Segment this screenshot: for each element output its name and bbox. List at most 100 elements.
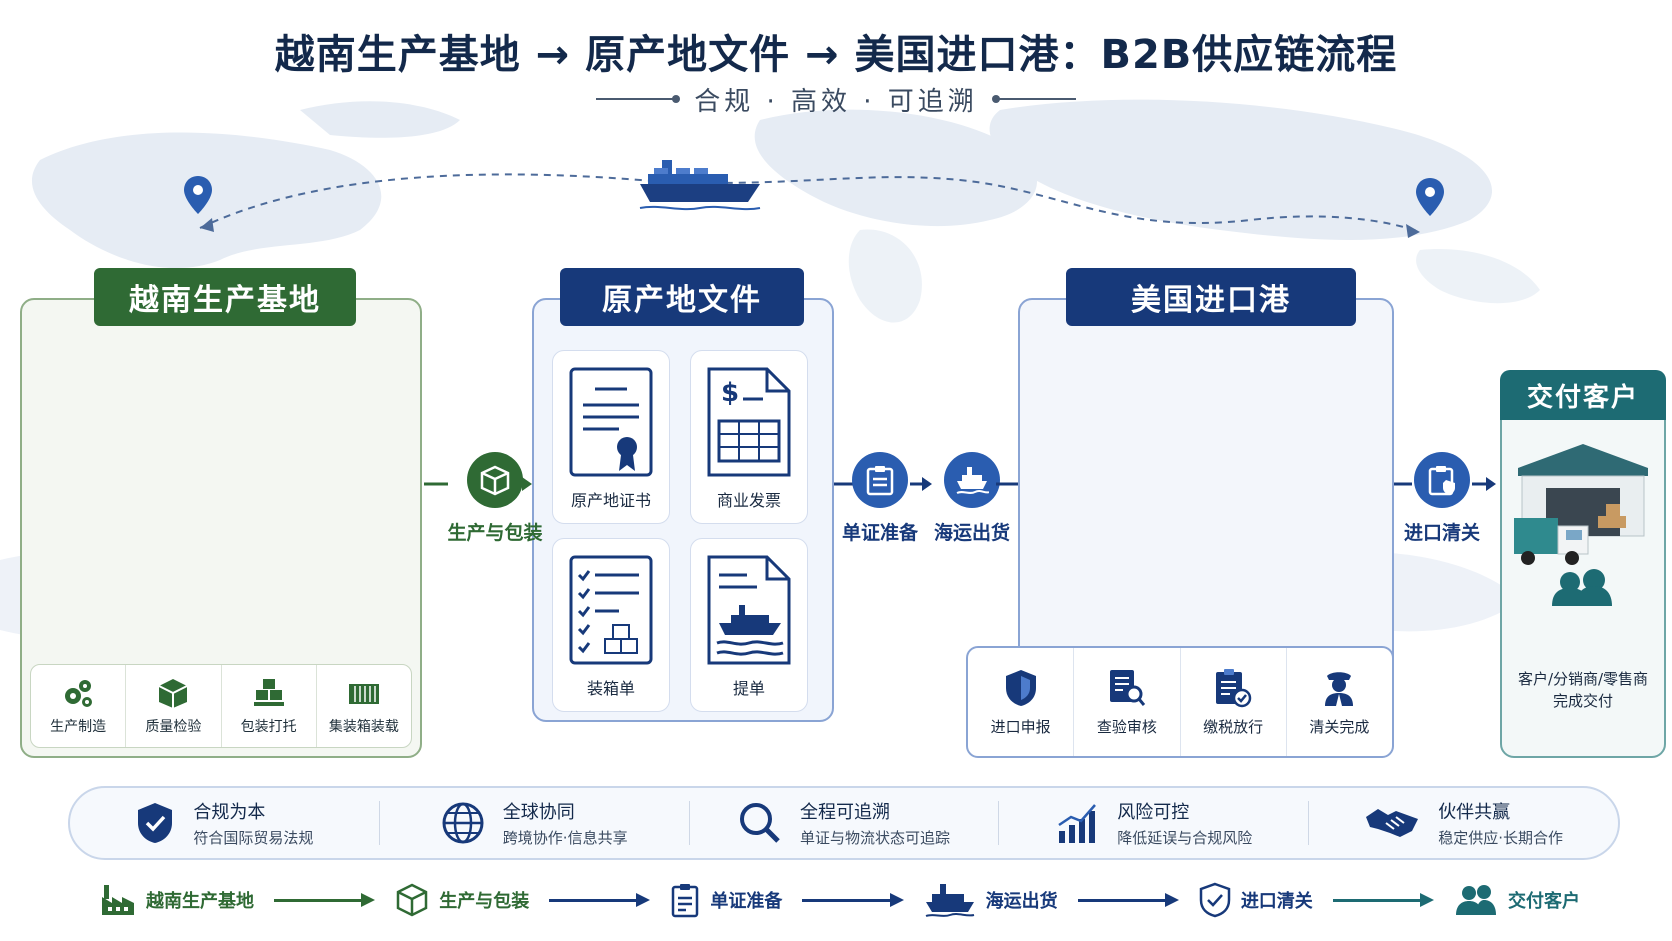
doc-certificate-of-origin: 原产地证书 xyxy=(552,350,670,524)
customs-label: 查验审核 xyxy=(1096,717,1157,736)
delivery-line-2: 完成交付 xyxy=(1552,692,1613,710)
customs-tax-release: 缴税放行 xyxy=(1181,648,1287,756)
value-global: 全球协同跨境协作·信息共享 xyxy=(380,801,690,847)
step-docs-prep: 单证准备 xyxy=(830,452,930,545)
tool-label: 包装打托 xyxy=(240,719,297,735)
users-icon xyxy=(1552,569,1612,606)
value-sub: 符合国际贸易法规 xyxy=(193,829,314,847)
clearance-clipboard-icon xyxy=(1414,452,1470,508)
arrow-connector xyxy=(1472,477,1496,491)
doc-label: 原产地证书 xyxy=(570,491,651,510)
certificate-icon xyxy=(569,367,653,477)
package-icon xyxy=(467,452,523,508)
clipboard-icon xyxy=(852,452,908,508)
doc-commercial-invoice: $ 商业发票 xyxy=(690,350,808,524)
box-check-icon xyxy=(158,679,188,708)
svg-text:$: $ xyxy=(721,378,739,408)
value-title: 全程可追溯 xyxy=(799,802,890,823)
tool-label: 质量检验 xyxy=(145,719,202,735)
tool-label: 集装箱装载 xyxy=(328,719,399,735)
handshake-icon xyxy=(1366,809,1419,837)
flow-arrow xyxy=(802,890,904,910)
flow-label: 进口清关 xyxy=(1240,891,1313,912)
step-shipping: 海运出货 xyxy=(922,452,1022,545)
flow-item-clearance: 进口清关 xyxy=(1199,882,1313,918)
flow-label: 越南生产基地 xyxy=(146,891,254,912)
customs-label: 缴税放行 xyxy=(1203,717,1264,736)
container-icon xyxy=(348,684,379,704)
subtitle-line-right xyxy=(991,95,1076,103)
doc-label: 提单 xyxy=(732,679,765,698)
values-bar: 合规为本符合国际贸易法规 全球协同跨境协作·信息共享 全程可追溯单证与物流状态可… xyxy=(68,786,1620,860)
flow-item-produce: 生产与包装 xyxy=(395,883,529,917)
magnifier-icon xyxy=(739,803,780,843)
officer-icon xyxy=(1325,671,1354,706)
warehouse-truck-illustration xyxy=(1514,444,1648,606)
flow-item-shipping: 海运出货 xyxy=(924,882,1058,918)
value-partnership: 伙伴共赢稳定供应·长期合作 xyxy=(1309,801,1618,847)
step-label: 单证准备 xyxy=(841,522,918,544)
gears-icon xyxy=(65,680,93,707)
value-title: 合规为本 xyxy=(193,802,266,823)
document-search-icon xyxy=(1109,669,1146,706)
arrow-connector xyxy=(996,482,1018,486)
arrow-connector xyxy=(424,482,448,486)
delivery-description: 客户/分销商/零售商 完成交付 xyxy=(1500,668,1666,712)
bottom-flow: 越南生产基地 生产与包装 单证准备 海运出货 进口清关 交付客户 xyxy=(100,872,1580,928)
flow-item-delivery: 交付客户 xyxy=(1454,883,1580,917)
ship-icon xyxy=(944,452,1000,508)
delivery-panel-title: 交付客户 xyxy=(1500,370,1666,420)
step-label: 进口清关 xyxy=(1403,522,1480,544)
flow-label: 交付客户 xyxy=(1508,891,1581,912)
clipboard-icon xyxy=(672,884,699,918)
value-title: 风险可控 xyxy=(1117,802,1190,823)
customs-cleared: 清关完成 xyxy=(1287,648,1392,756)
doc-bill-of-lading: 提单 xyxy=(690,538,808,712)
page-subtitle: 合规 · 高效 · 可追溯 xyxy=(694,86,978,117)
packing-list-icon xyxy=(569,555,653,665)
flow-arrow xyxy=(549,890,651,910)
flow-item-docs: 单证准备 xyxy=(670,882,782,918)
step-clearance: 进口清关 xyxy=(1392,452,1492,545)
tool-palletizing: 包装打托 xyxy=(222,665,317,747)
docs-panel-title: 原产地文件 xyxy=(560,268,804,326)
subtitle-row: 合规 · 高效 · 可追溯 xyxy=(0,82,1672,117)
page-title: 越南生产基地 → 原产地文件 → 美国进口港：B2B供应链流程 xyxy=(274,32,1398,78)
value-title: 全球协同 xyxy=(502,802,575,823)
arrow-connector xyxy=(510,477,532,491)
package-icon xyxy=(396,883,428,917)
tool-container-loading: 集装箱装载 xyxy=(317,665,411,747)
flow-label: 海运出货 xyxy=(985,891,1058,912)
pallet-icon xyxy=(253,679,284,706)
port-panel-title: 美国进口港 xyxy=(1066,268,1356,326)
flow-label: 单证准备 xyxy=(710,891,783,912)
customs-label: 清关完成 xyxy=(1309,717,1370,736)
tool-quality-check: 质量检验 xyxy=(126,665,222,747)
customs-inspection: 查验审核 xyxy=(1074,648,1181,756)
globe-icon xyxy=(442,802,484,844)
shipping-route xyxy=(184,160,1444,238)
step-label: 海运出货 xyxy=(933,522,1010,544)
flow-arrow xyxy=(1332,890,1435,910)
flow-arrow xyxy=(274,890,376,910)
value-sub: 降低延误与合规风险 xyxy=(1117,829,1253,847)
flow-label: 生产与包装 xyxy=(439,891,530,912)
location-pin-icon-right xyxy=(1416,178,1444,216)
users-icon xyxy=(1456,885,1497,915)
tool-label: 生产制造 xyxy=(50,719,107,735)
invoice-icon: $ xyxy=(707,367,791,477)
value-sub: 单证与物流状态可追踪 xyxy=(799,829,950,847)
factory-panel-title: 越南生产基地 xyxy=(94,268,356,326)
tax-check-icon xyxy=(1216,668,1252,707)
value-risk: 风险可控降低延误与合规风险 xyxy=(999,801,1310,847)
flow-item-factory: 越南生产基地 xyxy=(100,883,254,917)
step-produce: 生产与包装 xyxy=(430,452,560,545)
location-pin-icon-left xyxy=(184,176,212,214)
customs-label: 进口申报 xyxy=(990,717,1051,736)
value-traceable: 全程可追溯单证与物流状态可追踪 xyxy=(690,801,1000,847)
bill-of-lading-icon xyxy=(707,555,791,665)
step-label: 生产与包装 xyxy=(447,522,543,544)
tool-manufacturing: 生产制造 xyxy=(31,665,127,747)
value-sub: 稳定供应·长期合作 xyxy=(1438,829,1563,847)
customs-declaration: 进口申报 xyxy=(968,648,1075,756)
